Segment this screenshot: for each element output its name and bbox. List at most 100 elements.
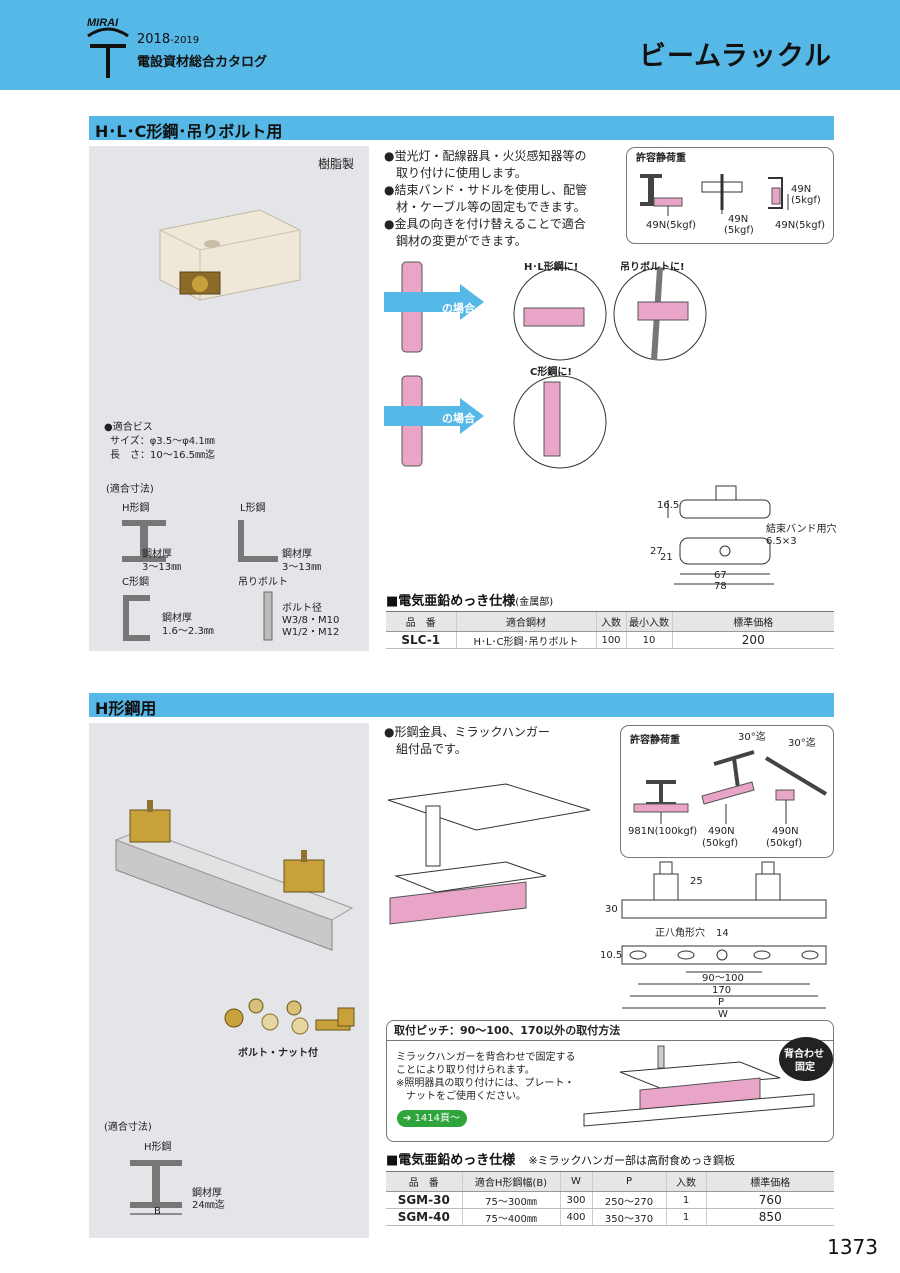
table-row: SGM-40 75～400㎜ 400 350～370 1 850 [386,1208,834,1226]
load-value: 490N [708,826,735,837]
fit-h-label: H形鋼 [122,503,150,514]
col-header: 品 番 [386,611,456,632]
fit-thickness: 鋼材厚 [142,549,172,560]
mounting-text: ナットをご使用ください。 [396,1091,526,1102]
cell: 75～300㎜ [461,1191,560,1209]
load-value: 490N [772,826,799,837]
cell: 350～370 [591,1208,666,1226]
feature-line: 組付品です。 [384,742,467,756]
dim-label: 67 [714,570,727,581]
usage-case-label: の場合 [442,302,475,315]
logo-text: MIRAI [87,17,119,29]
fit-thickness: 鋼材厚 [192,1188,222,1199]
load-value: 981N(100kgf) [628,826,698,837]
col-header: P [591,1171,666,1192]
fit-thickness: 鋼材厚 [162,613,192,624]
col-header: 適合H形鋼幅(B) [461,1171,560,1192]
badge-icon [779,1037,833,1081]
fit-thickness: 24㎜迄 [192,1200,225,1211]
sgm-dimension-drawing [621,861,827,1009]
col-header: 品 番 [386,1171,462,1192]
load-capacity-box [626,147,834,244]
mounting-title: 取付ピッチ：90～100、170以外の取付方法 [394,1024,621,1037]
col-header: W [559,1171,592,1192]
usage-hl-label: H･L形鋼に! [524,262,579,273]
section1-title-bar: H･L･C形鋼･吊りボルト用 [89,116,834,141]
fit-c-label: C形鋼 [122,577,149,588]
fit-l-label: L形鋼 [240,503,266,514]
table-row: SGM-30 75～300㎜ 300 250～270 1 760 [386,1191,834,1209]
table-row: SLC-1 H･L･C形鋼･吊りボルト 100 10 200 [386,631,834,649]
usage-case-label: の場合 [442,412,475,425]
page-title: ビームラックル [638,41,832,72]
table-header-row: 品 番 適合H形鋼幅(B) W P 入数 標準価格 [386,1171,834,1192]
dim-label: 27 [650,546,663,557]
load-value: (50kgf) [766,838,803,849]
page-reference-link[interactable]: ➔ 1414頁～ [397,1110,467,1127]
installation-illustration [387,783,591,925]
dim-b-label: B [154,1206,161,1217]
h-beam-icon [130,1160,182,1215]
feature-line: ●形鋼金具、ミラックハンガー [384,725,550,739]
dim-hole-label: 正八角形穴 [655,928,705,939]
dim-label: 21 [660,552,673,563]
load-value: 49N [791,184,812,195]
section2-title-bar: H形鋼用 [89,693,834,718]
load-value: 49N(5kgf) [775,220,826,231]
divider [386,1040,834,1041]
fit-bolt-label: 吊りボルト [238,577,288,588]
fit-bolt-diameter: W3/8・M10 [282,615,340,626]
load-angle: 30°迄 [788,738,816,749]
col-header: 入数 [595,611,626,632]
mirai-logo-icon: MIRAI [87,17,129,78]
table-header-row: 品 番 適合鋼材 入数 最小入数 標準価格 [386,611,834,632]
sgm-product-image [114,800,354,951]
dim-label: 16.5 [657,500,680,511]
load-title: 許容静荷重 [636,153,686,164]
feature-line: ●金具の向きを付け替えることで適合 [384,217,586,231]
fit-title: (適合寸法) [104,1122,152,1133]
cell: 1 [665,1191,706,1209]
fit-thickness: 3～13㎜ [142,562,182,573]
screw-size: サイズ：φ3.5～φ4.1㎜ [110,436,215,447]
catalog-name: 電設資材総合カタログ [137,55,268,70]
cell-code: SGM-30 [386,1191,462,1209]
badge-text: 固定 [795,1062,815,1073]
mounting-text: ミラックハンガーを背合わせで固定する [396,1052,576,1063]
screw-title: ●適合ビス [104,422,153,433]
bolt-nut-label: ボルト・ナット付 [238,1048,318,1059]
load-value: (50kgf) [702,838,739,849]
fit-thickness: 鋼材厚 [282,549,312,560]
fit-bolt-diameter: W1/2・M12 [282,627,340,638]
sgm-spec-table: 品 番 適合H形鋼幅(B) W P 入数 標準価格 SGM-30 75～300㎜… [386,1171,834,1226]
cell-price: 200 [671,631,834,649]
back-to-back-illustration [583,1045,815,1127]
cell: 75～400㎜ [461,1208,560,1226]
fit-thickness: 1.6～2.3㎜ [162,626,214,637]
cell: 400 [559,1208,592,1226]
load-diagram-icon-2 [633,750,828,824]
catalog-year: 2018-2019 [137,32,200,47]
usage-illustrations [384,261,707,469]
dim-label: 170 [712,985,732,996]
page-number: 1373 [827,1235,878,1259]
cell: 250～270 [591,1191,666,1209]
slc1-dimension-drawing [667,485,774,585]
cell: 100 [595,631,626,649]
bolt-nut-parts-image [224,998,355,1035]
col-header: 標準価格 [705,1171,834,1192]
section1-title: H･L･C形鋼･吊りボルト用 [95,122,283,141]
usage-bolt-label: 吊りボルトに! [620,262,685,273]
fit-shape-diagrams [122,520,278,641]
dim-label: 78 [714,581,727,592]
fit-bolt-diameter: ボルト径 [282,603,322,614]
dim-label: P [718,997,725,1008]
feature-line: 取り付けに使用します。 [384,166,527,180]
col-header: 入数 [665,1171,706,1192]
slc-spec-table: 品 番 適合鋼材 入数 最小入数 標準価格 SLC-1 H･L･C形鋼･吊りボル… [386,611,834,649]
cell: 10 [625,631,672,649]
cell-price: 760 [705,1191,834,1209]
cell: 300 [559,1191,592,1209]
feature-line: ●結束バンド・サドルを使用し、配管 [384,183,588,197]
dim-label: 14 [716,928,729,939]
